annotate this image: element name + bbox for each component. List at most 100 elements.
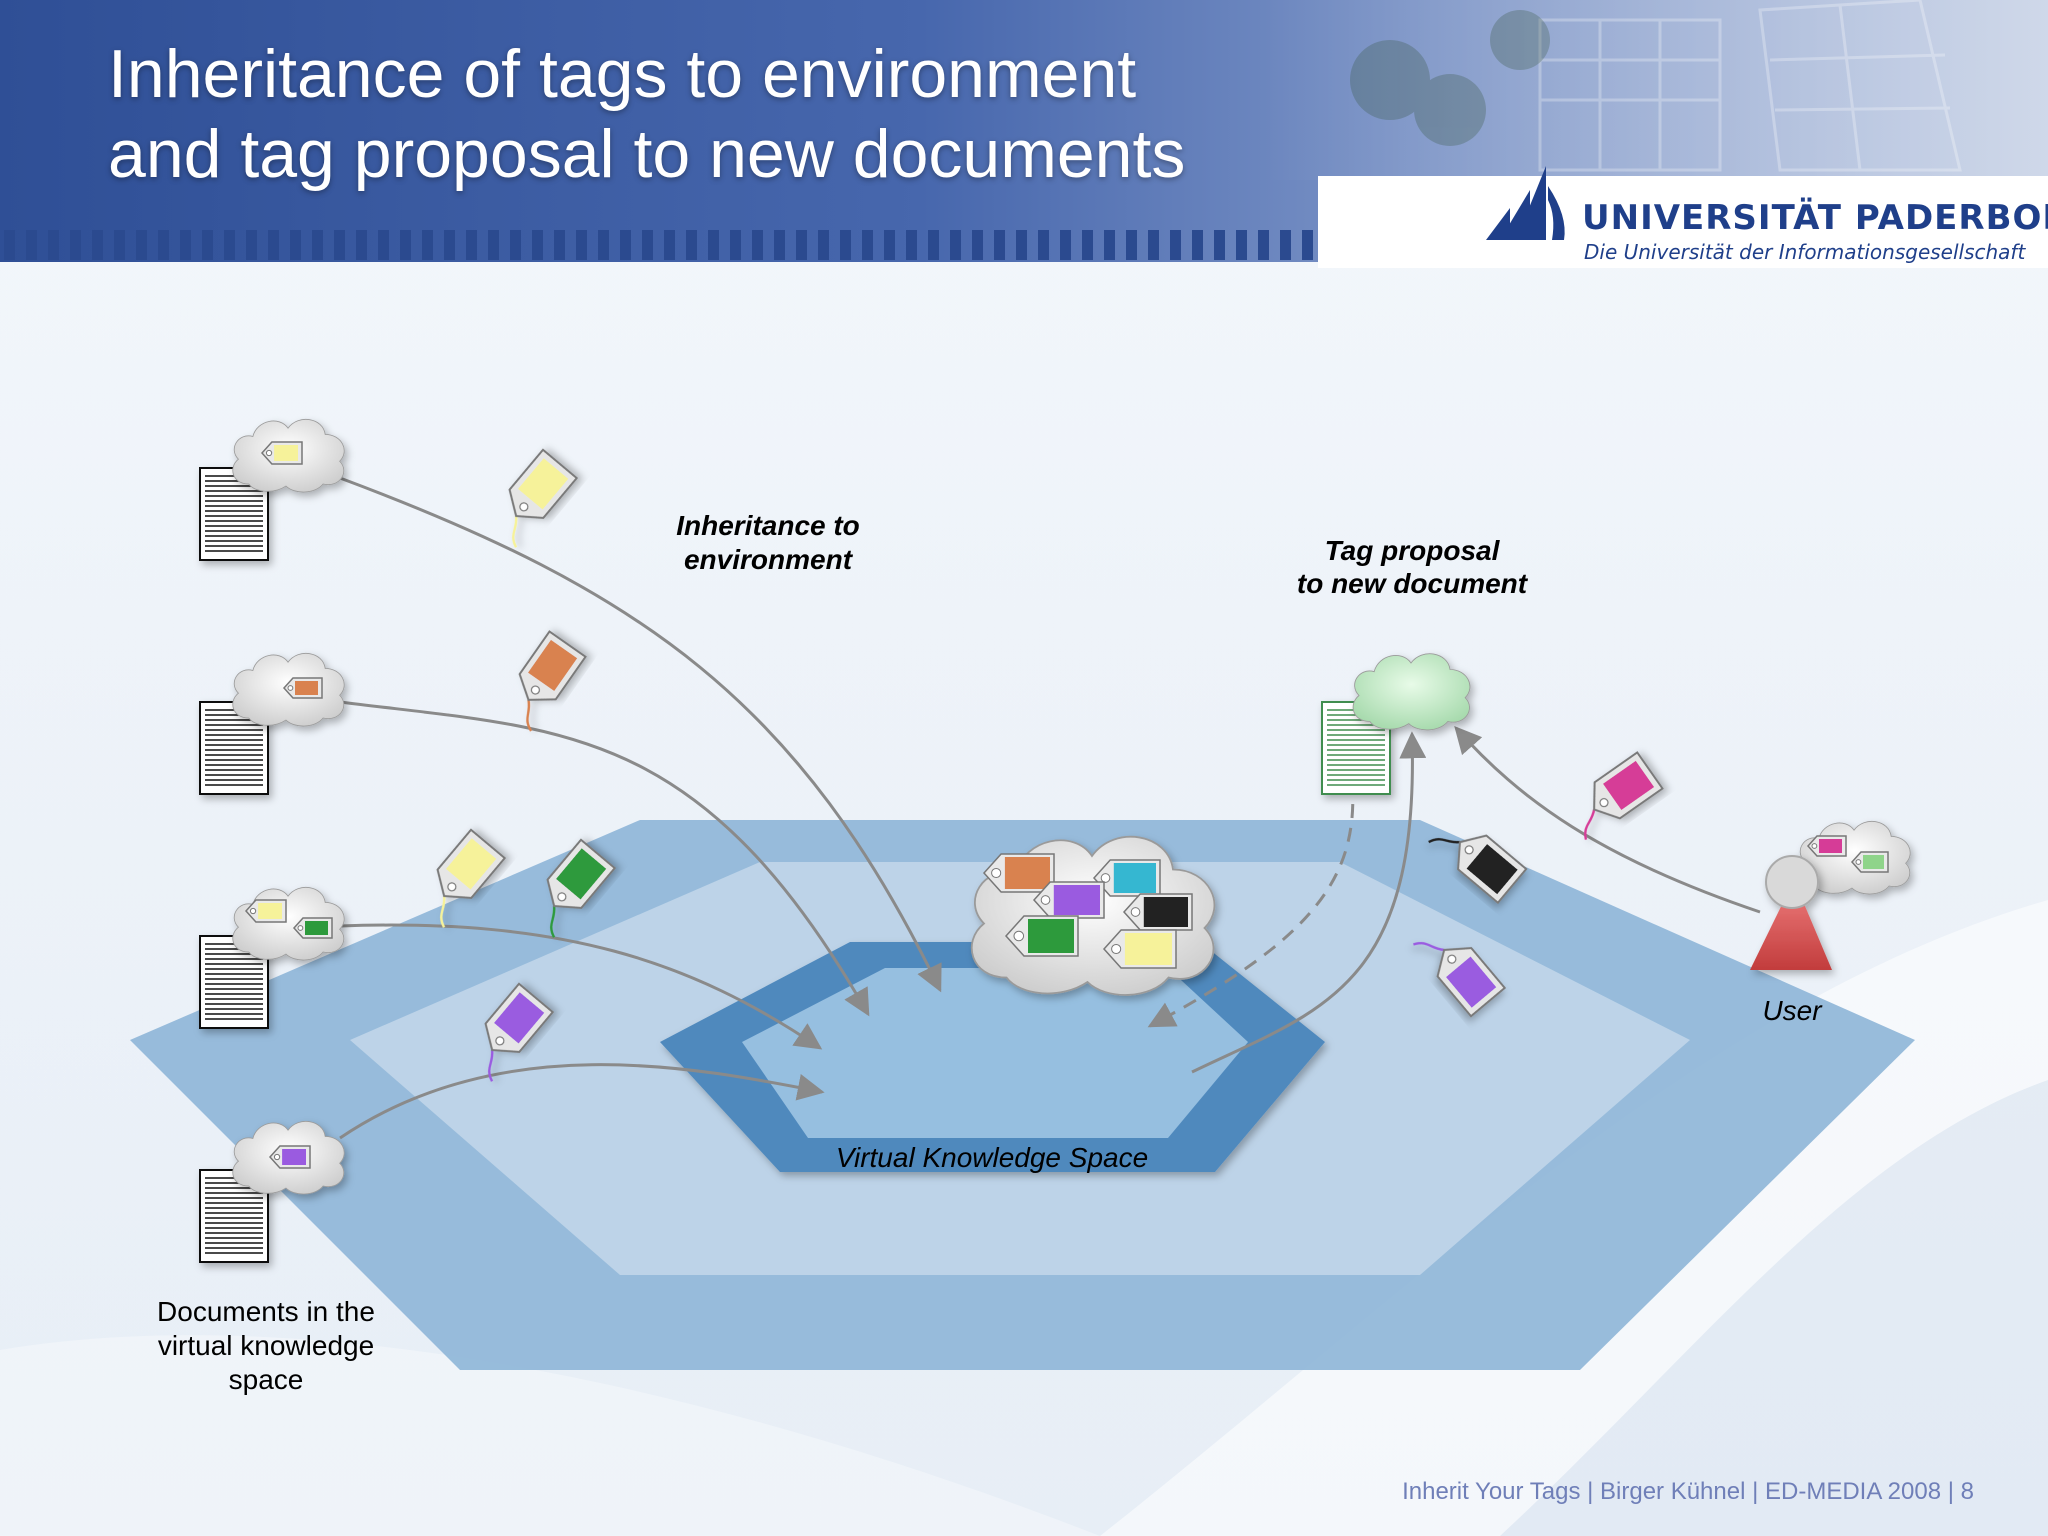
header-dash — [378, 230, 389, 260]
header-dash — [180, 230, 191, 260]
header-dash — [1170, 230, 1181, 260]
header-band: Inheritance of tags to environment and t… — [0, 0, 2048, 262]
tag-icon — [484, 982, 555, 1082]
header-dash — [620, 230, 631, 260]
header-dash — [862, 230, 873, 260]
header-dash — [4, 230, 15, 260]
tag-icon — [1092, 859, 1161, 897]
arrow-doc1-to-vks — [339, 476, 942, 993]
label-inheritance-line-2: environment — [684, 544, 854, 575]
header-dash — [1038, 230, 1049, 260]
header-dash — [444, 230, 455, 260]
header-dash — [598, 230, 609, 260]
tag-icon — [982, 853, 1055, 893]
header-dash — [1280, 230, 1291, 260]
header-dash — [818, 230, 829, 260]
label-documents-line-1: Documents in the — [157, 1296, 375, 1327]
arrow-user-to-tag-cloud — [1454, 725, 1761, 914]
header-dash — [1148, 230, 1159, 260]
slide-title-line-2: and tag proposal to new documents — [108, 116, 1186, 192]
arrow-doc4-to-vks — [339, 1063, 825, 1140]
header-dash — [510, 230, 521, 260]
slide-title: Inheritance of tags to environment and t… — [108, 34, 1288, 194]
header-dash — [1016, 230, 1027, 260]
header-dash — [488, 230, 499, 260]
label-inheritance-line-1: Inheritance to — [676, 510, 860, 541]
new-document-cloud — [1352, 653, 1471, 731]
header-dash — [554, 230, 565, 260]
tag-icon — [1806, 835, 1847, 857]
header-dash — [246, 230, 257, 260]
header-dash — [994, 230, 1005, 260]
university-logo-name: UNIVERSITÄT PADERBORN — [1582, 198, 2048, 238]
header-dash — [356, 230, 367, 260]
header-dash — [752, 230, 763, 260]
tag-icon — [292, 917, 333, 939]
header-dash — [730, 230, 741, 260]
header-dash — [664, 230, 675, 260]
header-dash — [1192, 230, 1203, 260]
header-dash — [686, 230, 697, 260]
tag-icon — [436, 828, 507, 928]
label-virtual-knowledge-space: Virtual Knowledge Space — [836, 1142, 1148, 1173]
label-documents-line-3: space — [229, 1364, 304, 1395]
header-dash — [334, 230, 345, 260]
header-dash — [576, 230, 587, 260]
header-dash — [422, 230, 433, 260]
header-dash — [1060, 230, 1071, 260]
header-dash — [136, 230, 147, 260]
header-dash — [906, 230, 917, 260]
arrow-doc2-to-vks — [339, 700, 870, 1017]
header-dash — [840, 230, 851, 260]
header-dash — [1214, 230, 1225, 260]
arrow-doc3-to-vks — [339, 923, 823, 1050]
tag-icon — [1102, 929, 1177, 969]
university-logo-box: UNIVERSITÄT PADERBORN Die Universität de… — [1318, 166, 2048, 268]
campus-photo-backdrop — [4, 0, 2048, 260]
header-dash — [708, 230, 719, 260]
header-dash — [1258, 230, 1269, 260]
header-dash — [290, 230, 301, 260]
header-dash — [400, 230, 411, 260]
header-dash — [1302, 230, 1313, 260]
tag-icon — [508, 448, 579, 548]
header-dash — [224, 230, 235, 260]
tag-icon — [1428, 834, 1528, 905]
tag-icon — [282, 677, 323, 699]
header-dash — [114, 230, 125, 260]
header-dash — [972, 230, 983, 260]
header-dash — [950, 230, 961, 260]
label-user: User — [1762, 995, 1823, 1026]
header-dash — [796, 230, 807, 260]
university-logo-tagline: Die Universität der Informationsgesellsc… — [1584, 240, 2026, 264]
tag-icon — [1413, 942, 1507, 1018]
label-documents-line-2: virtual knowledge — [158, 1330, 374, 1361]
header-dash — [268, 230, 279, 260]
tag-icon — [1584, 751, 1664, 840]
tags — [244, 441, 1889, 1169]
header-dash — [70, 230, 81, 260]
header-dash — [1236, 230, 1247, 260]
tag-icon — [268, 1145, 311, 1169]
label-proposal-line-2: to new document — [1297, 568, 1529, 599]
slide-footer: Inherit Your Tags | Birger Kühnel | ED-M… — [1402, 1478, 1974, 1505]
header-dash — [928, 230, 939, 260]
tag-icon — [1032, 881, 1105, 919]
connector-arrows — [339, 476, 1761, 1140]
tag-icon — [244, 899, 287, 923]
user-icon — [1750, 855, 1832, 970]
header-dash — [774, 230, 785, 260]
header-dash — [1082, 230, 1093, 260]
header-dash — [158, 230, 169, 260]
tag-icon — [1004, 915, 1079, 957]
header-dash — [26, 230, 37, 260]
header-dash — [642, 230, 653, 260]
header-dash — [202, 230, 213, 260]
header-dash — [48, 230, 59, 260]
tag-icon — [1122, 893, 1193, 931]
label-proposal-line-1: Tag proposal — [1325, 535, 1501, 566]
tag-icon — [546, 838, 617, 938]
tag-icon — [518, 630, 587, 732]
header-dash — [92, 230, 103, 260]
arrow-vks-to-new-document — [1191, 731, 1427, 1074]
